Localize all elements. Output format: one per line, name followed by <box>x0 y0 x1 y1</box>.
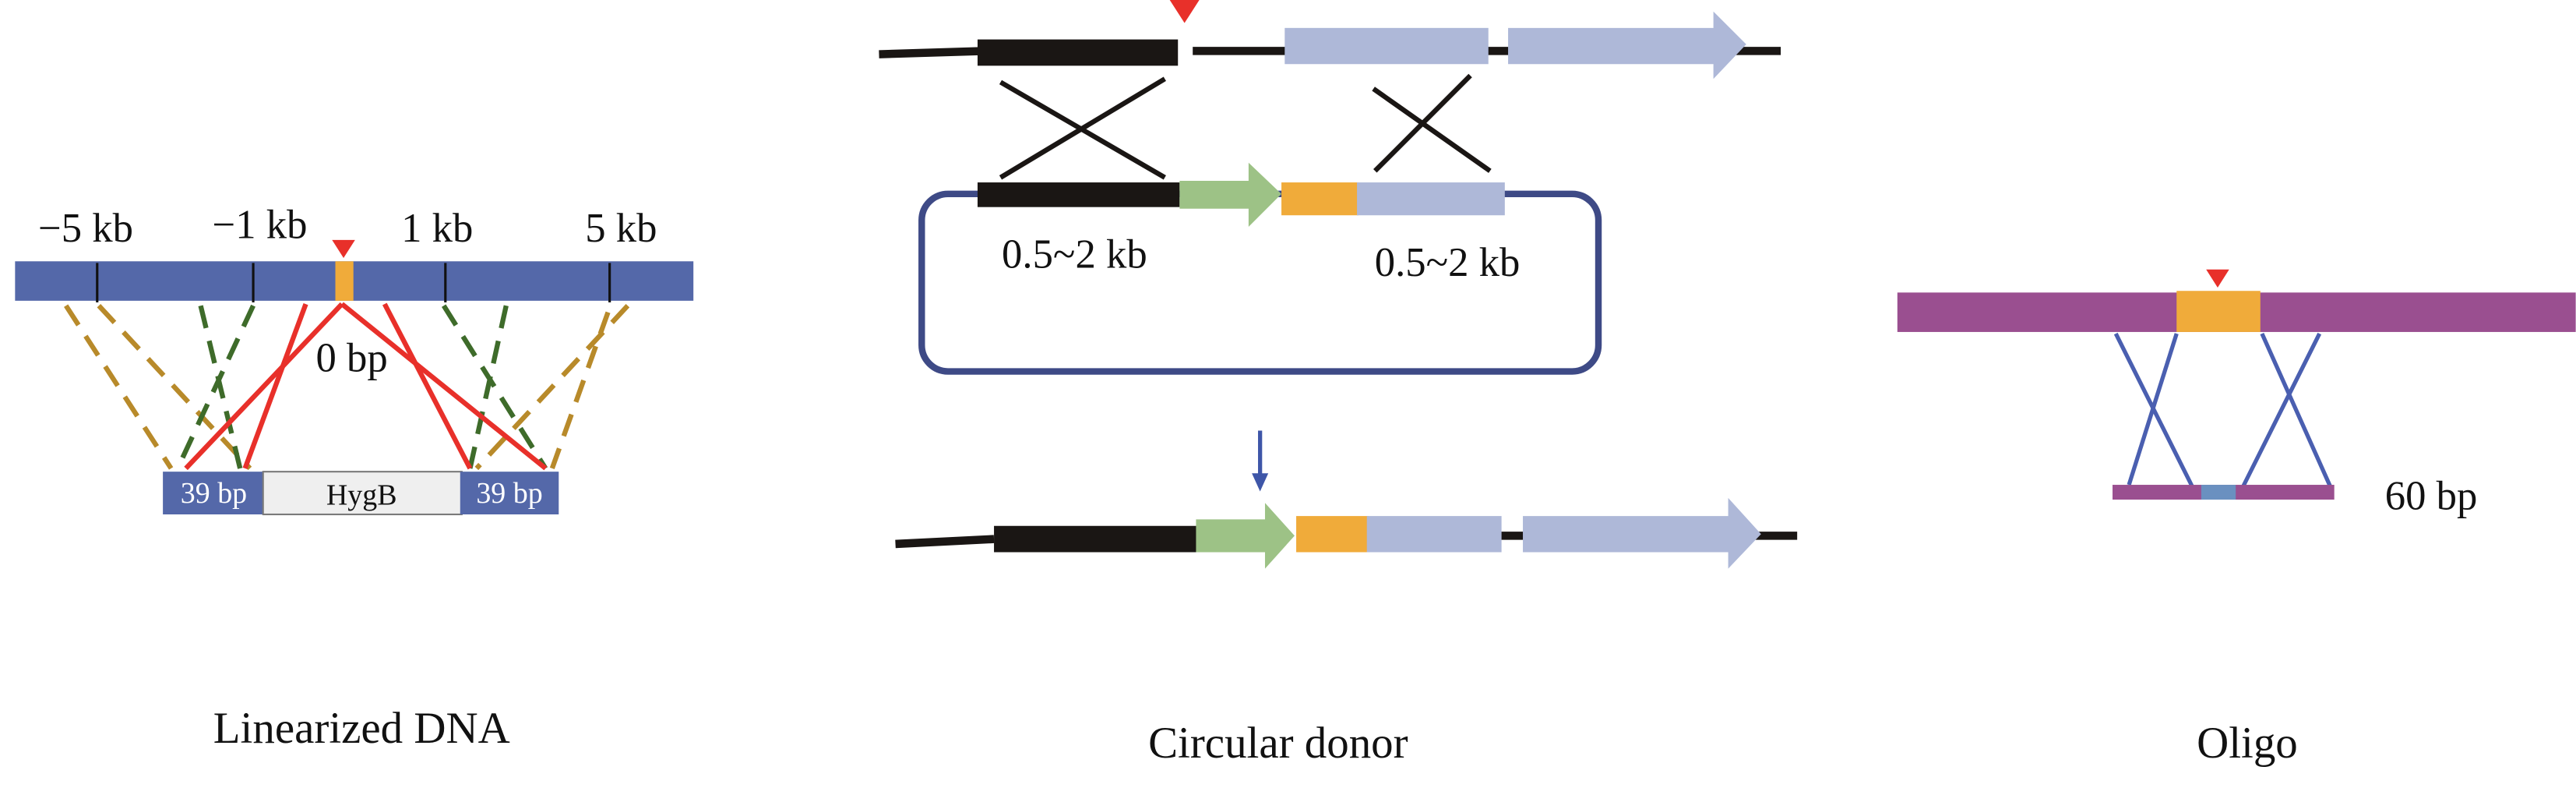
crossover-line <box>2260 332 2333 489</box>
homology-line <box>549 311 611 470</box>
gene-arrow <box>1508 11 1746 79</box>
left-arm-label: 39 bp <box>181 477 247 510</box>
right-homology-arm <box>1357 182 1505 216</box>
oligo-center <box>2201 485 2236 500</box>
homology-lines-1kb <box>175 304 548 470</box>
marker-arrow <box>1196 503 1295 569</box>
target-insert <box>1281 182 1359 216</box>
caption-oligo: Oligo <box>2197 719 2298 768</box>
homology-lines-0bp <box>184 302 548 471</box>
panel-oligo: 60 bp Oligo <box>1897 269 2576 768</box>
left-arm-length-label: 0.5~2 kb <box>1002 232 1147 277</box>
homology-line <box>175 304 255 470</box>
chromosome-bar <box>15 261 694 301</box>
right-arm-length-label: 0.5~2 kb <box>1375 240 1521 285</box>
tick-label-1kb: 1 kb <box>401 206 473 251</box>
crossover-line <box>2240 332 2322 489</box>
dna-backbone <box>895 535 995 549</box>
dna-backbone <box>879 47 986 58</box>
crossover-lines <box>2113 332 2333 489</box>
tick-label-minus1kb: −1 kb <box>213 203 308 248</box>
crossover-line <box>1373 73 1472 173</box>
hygb-marker <box>262 471 463 516</box>
homology-line <box>97 304 252 471</box>
homology-line <box>184 302 344 471</box>
crossover-line <box>2127 333 2179 486</box>
left-homology-arm <box>977 182 1180 207</box>
homology-line <box>382 302 473 470</box>
tick-label-5kb: 5 kb <box>585 206 657 251</box>
crossover-line <box>2113 332 2195 489</box>
edited-locus <box>895 497 1798 569</box>
donor-insert <box>977 162 1505 227</box>
oligo-donor <box>2113 485 2335 500</box>
tick-marks <box>96 263 611 302</box>
left-homology-arm <box>163 472 265 514</box>
homology-line <box>474 304 630 471</box>
target-insert <box>1296 516 1369 553</box>
cut-site-marker <box>332 239 355 259</box>
tick-label-minus5kb: −5 kb <box>38 206 133 251</box>
panel-circular-donor: 0.5~2 kb 0.5~2 kb Circular donor <box>879 0 1798 768</box>
marker-arrow <box>1179 162 1282 227</box>
genome-locus <box>879 0 1781 79</box>
homology-lines-5kb <box>64 304 630 471</box>
caption-circular-donor: Circular donor <box>1148 719 1408 768</box>
oligo-length-label: 60 bp <box>2385 474 2478 519</box>
caption-linearized-dna: Linearized DNA <box>213 704 510 753</box>
target-site <box>335 261 354 301</box>
panel-linearized-dna: −5 kb −1 kb 1 kb 5 kb <box>15 203 694 753</box>
zero-bp-label: 0 bp <box>315 336 387 381</box>
hygb-label: HygB <box>326 479 397 511</box>
crossover-line <box>1372 87 1492 173</box>
arrow-head <box>1252 473 1269 492</box>
homology-line <box>64 304 174 470</box>
homology-line <box>198 305 243 469</box>
cut-site-marker <box>2206 269 2229 288</box>
right-homology-arm <box>460 472 559 514</box>
crossover-lines <box>999 73 1492 180</box>
crossover-line <box>999 76 1166 180</box>
gene-block <box>1366 516 1502 553</box>
target-site <box>2176 291 2261 332</box>
result-arrow <box>1252 430 1269 492</box>
cut-site-marker <box>1169 0 1200 23</box>
homology-line <box>467 305 509 469</box>
gene-arrow <box>1523 497 1761 569</box>
gene-block <box>1284 27 1489 65</box>
upstream-region <box>994 525 1198 553</box>
homology-line <box>242 302 308 470</box>
homology-line <box>340 302 548 471</box>
donor-cassette: 39 bp HygB 39 bp <box>163 471 559 516</box>
right-arm-label: 39 bp <box>476 477 542 510</box>
homology-line <box>441 304 548 470</box>
upstream-region <box>977 39 1179 66</box>
